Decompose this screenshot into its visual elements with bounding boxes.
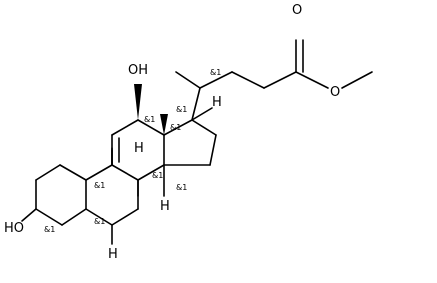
atom-h-14: H <box>160 199 170 214</box>
stereo-label-c13: &1 <box>170 123 181 132</box>
atom-ester-o-carbonyl: O <box>292 3 302 18</box>
ring-a <box>35 164 87 226</box>
hash-bonds <box>21 107 213 245</box>
atom-h-17: H <box>212 95 222 110</box>
stereo-label-c10: &1 <box>94 181 105 190</box>
atom-ester-o-methoxy: O <box>330 85 340 100</box>
atom-oh-12: OH <box>128 63 148 78</box>
side-chain <box>175 39 373 121</box>
ring-d <box>163 119 217 166</box>
atom-ho-3: HO <box>4 221 24 236</box>
stereo-label-c20: &1 <box>210 68 221 77</box>
ring-b <box>85 164 139 226</box>
stereo-label-c12: &1 <box>144 115 155 124</box>
stereo-label-c14: &1 <box>176 183 187 192</box>
methyl-c13-wedge <box>160 114 168 135</box>
oh-12-wedge <box>134 84 142 120</box>
atom-h-8: H <box>134 141 144 156</box>
atom-h-5: H <box>108 247 118 262</box>
stereo-label-c5: &1 <box>94 217 105 226</box>
stereo-label-c17: &1 <box>176 105 187 114</box>
stereo-label-c3: &1 <box>44 225 55 234</box>
stereo-label-c8: &1 <box>152 171 163 180</box>
